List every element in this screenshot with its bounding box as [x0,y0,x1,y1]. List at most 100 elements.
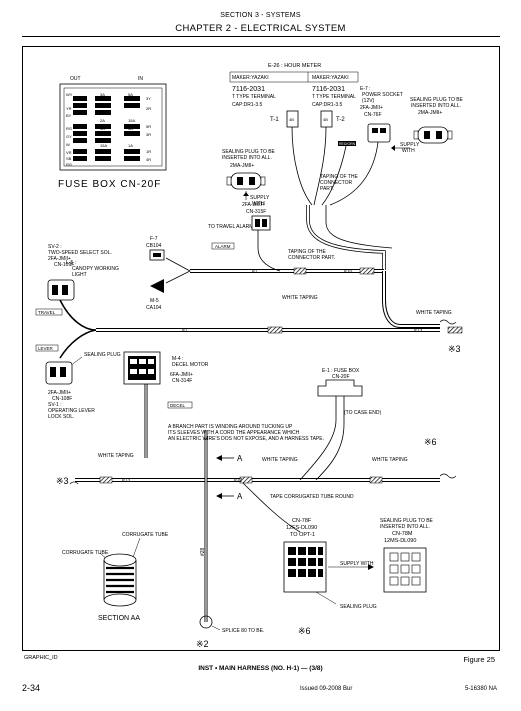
alarm-tag [211,242,235,250]
terminal-t1-label: T-1 [270,117,279,123]
fuse-wire-label: 4R [146,157,151,162]
terminal-t2-label: T-2 [336,117,345,123]
wire-ref-10: #10 [344,269,353,275]
power-socket-title: E-7 : [360,86,371,92]
corrugate-tube-label-1: CORRUGATE TUBE [122,532,169,538]
ref-x2: ※2 [196,639,209,649]
hour-meter-cap-2: CAP:DR1-3.5 [312,102,343,108]
sealing-mid-line2: INSERTED INTO ALL. [222,155,272,161]
taping-mid-line2: CONNECTOR PART. [288,255,335,261]
m5-connector [150,279,164,293]
taping-top-line2: CONNECTOR [320,180,353,186]
terminal-t2-pin: 4B [323,117,328,122]
graphic-id: GRAPHIC_ID [24,655,58,661]
decel-tag-text: DECEL [170,403,186,408]
travel-alarm-line1: 2FA-JMII+ [242,202,265,208]
wire-ref-7b: #7 [182,328,188,334]
alarm-tag-text: ALARM [215,244,231,249]
decel-line4: CN-314F [172,378,192,384]
white-taping-label-5: WHITE TAPING [372,457,408,463]
fuse-wire-label: WY [66,92,73,97]
travel-alarm-line2: CN-315F [246,209,266,215]
ref-x3-left: ※3 [56,476,69,486]
e1-line1: E-1 : FUSE BOX [322,368,360,374]
splice-point [199,615,213,629]
hour-meter-title: E-26 : HOUR METER [268,63,321,69]
splice-label: SPLICE 80 TO BE. [222,628,264,634]
decel-tag [167,401,193,409]
section-aa-title: SECTION AA [98,615,140,622]
white-taping-label-4: WHITE TAPING [262,457,298,463]
wire-ref-13b: #13 [122,478,131,484]
power-socket-line1: POWER SOCKET [362,92,403,98]
f7-line1: F-7 [150,236,158,242]
page-number: 2-34 [22,683,41,693]
branch-note-line3: AN ELECTRIC WIRE'S DOS NOT EXPOSE, AND A… [168,436,324,442]
cn78m-line3: CN-78M [392,531,413,537]
chapter-title: CHAPTER 2 - ELECTRICAL SYSTEM [175,23,346,34]
figure-title: INST • MAIN HARNESS (NO. H-1) — (3/8) [198,665,323,672]
taping-top-line1: TAPING OF THE [320,174,359,180]
lever-group: LEVER SEALING PLUG 2FA-JMII+ CN-108F SV-… [35,344,121,420]
wire-ref-13a: #13 [414,328,423,334]
cn78-group: CN-78F 12FS-DL090 TO OPT-1 SUPPLY WITH S… [283,518,434,610]
fuse-wire-label: 2R [146,106,151,111]
sv2-connector [47,279,75,301]
red-wire-tag: RED/GRN [339,142,356,146]
fuse-rating: 15A [128,118,135,123]
fuse-wire-label: BY [66,113,72,118]
lever-line3: SV-1 : [48,402,62,408]
travel-alarm-connector [251,215,271,231]
lever-line5: LOCK SOL. [48,414,74,420]
hour-meter-cap-1: CAP:DR1-3.5 [232,102,263,108]
power-socket-connector [367,123,391,143]
section-a-mark-1: A [237,454,243,463]
sv2-line2: TWO-SPEED SELECT SOL. [48,250,112,256]
e1-connector [317,379,363,397]
wire-ref-7a: #7 [252,269,258,275]
figure-number: Figure 25 [463,655,495,664]
travel-tag [35,308,63,316]
fuse-rating: 3A [100,92,105,97]
fuse-wire-label: 1R [146,149,151,154]
travel-alarm-group: 2FA-JMII+ CN-315F TO TRAVEL ALARM ALARM [208,202,271,250]
hour-meter-maker-1: MAKER:YAZAKI [232,75,269,81]
m5-line1: M-5 [150,298,159,304]
section-a-arrows: A A [216,454,243,501]
fuse-box-out-label: OUT [70,76,81,82]
decel-line2: DECEL MOTOR [172,362,209,368]
white-taping-label-3: WHITE TAPING [98,453,134,459]
fuse-wire-label: W [66,142,70,147]
section-title: SECTION 3 - SYSTEMS [220,12,301,19]
wire-ref-28: #28 [200,547,206,556]
supply-right-2: WITH [402,148,415,154]
hour-meter-part-2: 7116-2031 [312,86,345,93]
sv2-group: SV-2 : TWO-SPEED SELECT SOL. 2FA-JMII+ C… [35,244,119,316]
fuse-wire-label: VR [66,150,72,155]
lever-line2: CN-108F [52,396,72,402]
taping-segments [99,267,463,484]
decel-group: M-4 : DECEL MOTOR 6FA-JMII+ CN-314F DECE… [123,351,209,409]
decel-line3: 6FA-JMII+ [170,372,193,378]
lever-connector [45,361,73,385]
ref-x3-right: ※3 [448,344,461,354]
hour-meter-type-1: T TYPE TERMINAL [232,94,276,100]
f7-line2: CB104 [146,243,162,249]
diagram-frame [22,46,500,651]
fuse-wire-label: GY [66,134,72,139]
power-socket-line4: CN-76F [364,112,382,118]
hour-meter-type-2: T TYPE TERMINAL [312,94,356,100]
sealing-plug-mid-group: SEALING PLUG TO BE INSERTED INTO ALL. 2M… [222,149,276,207]
fuse-rating: 15A [100,143,107,148]
power-socket-group: E-7 : POWER SOCKET (12V) 2FA-JMII+ CN-76… [360,86,464,154]
terminal-t1 [286,110,299,128]
l5-line3: LIGHT [72,272,87,278]
sealing-mid-line1: SEALING PLUG TO BE [222,149,276,155]
fuse-wire-label: 3Y [146,96,151,101]
supply-mid-2: WITH [252,201,265,207]
terminal-t1-pin: 4B [289,117,294,122]
fuse-wire-label: RG [66,162,72,167]
cn78f-line2: 12FS-DL090 [286,525,317,531]
sealing-mid-line3: 2MA-JMII+ [230,163,254,169]
sv2-line1: SV-2 : [48,244,62,250]
